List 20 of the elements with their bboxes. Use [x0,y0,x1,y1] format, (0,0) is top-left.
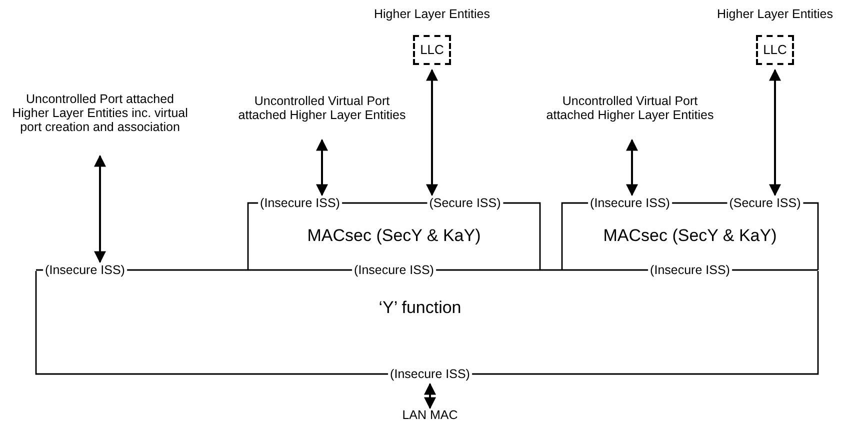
label-text: Uncontrolled Virtual Port attached Higher Layer Entities [237,94,407,122]
double-arrow [94,154,106,264]
port-label: (Insecure ISS) [43,263,127,277]
double-arrow [424,382,436,410]
port-label: (Insecure ISS) [352,263,436,277]
double-arrow [426,68,438,196]
double-arrow [626,138,638,196]
port-label: (Insecure ISS) [588,196,672,210]
port-label: (Secure ISS) [727,196,803,210]
port-label: (Insecure ISS) [258,196,342,210]
port-label: (Insecure ISS) [388,367,472,381]
label-text: Uncontrolled Port attached Higher Layer Entities inc. virtual port creation and association [11,92,189,134]
entity-box: LLC [756,35,794,65]
label-text: LAN MAC [401,408,459,422]
double-arrow [769,68,781,196]
double-arrow [316,138,328,196]
label-text: Uncontrolled Virtual Port attached Higher Layer Entities [545,94,715,122]
entity-box: LLC [413,35,451,65]
port-label: (Secure ISS) [427,196,503,210]
port-label: (Insecure ISS) [648,263,732,277]
